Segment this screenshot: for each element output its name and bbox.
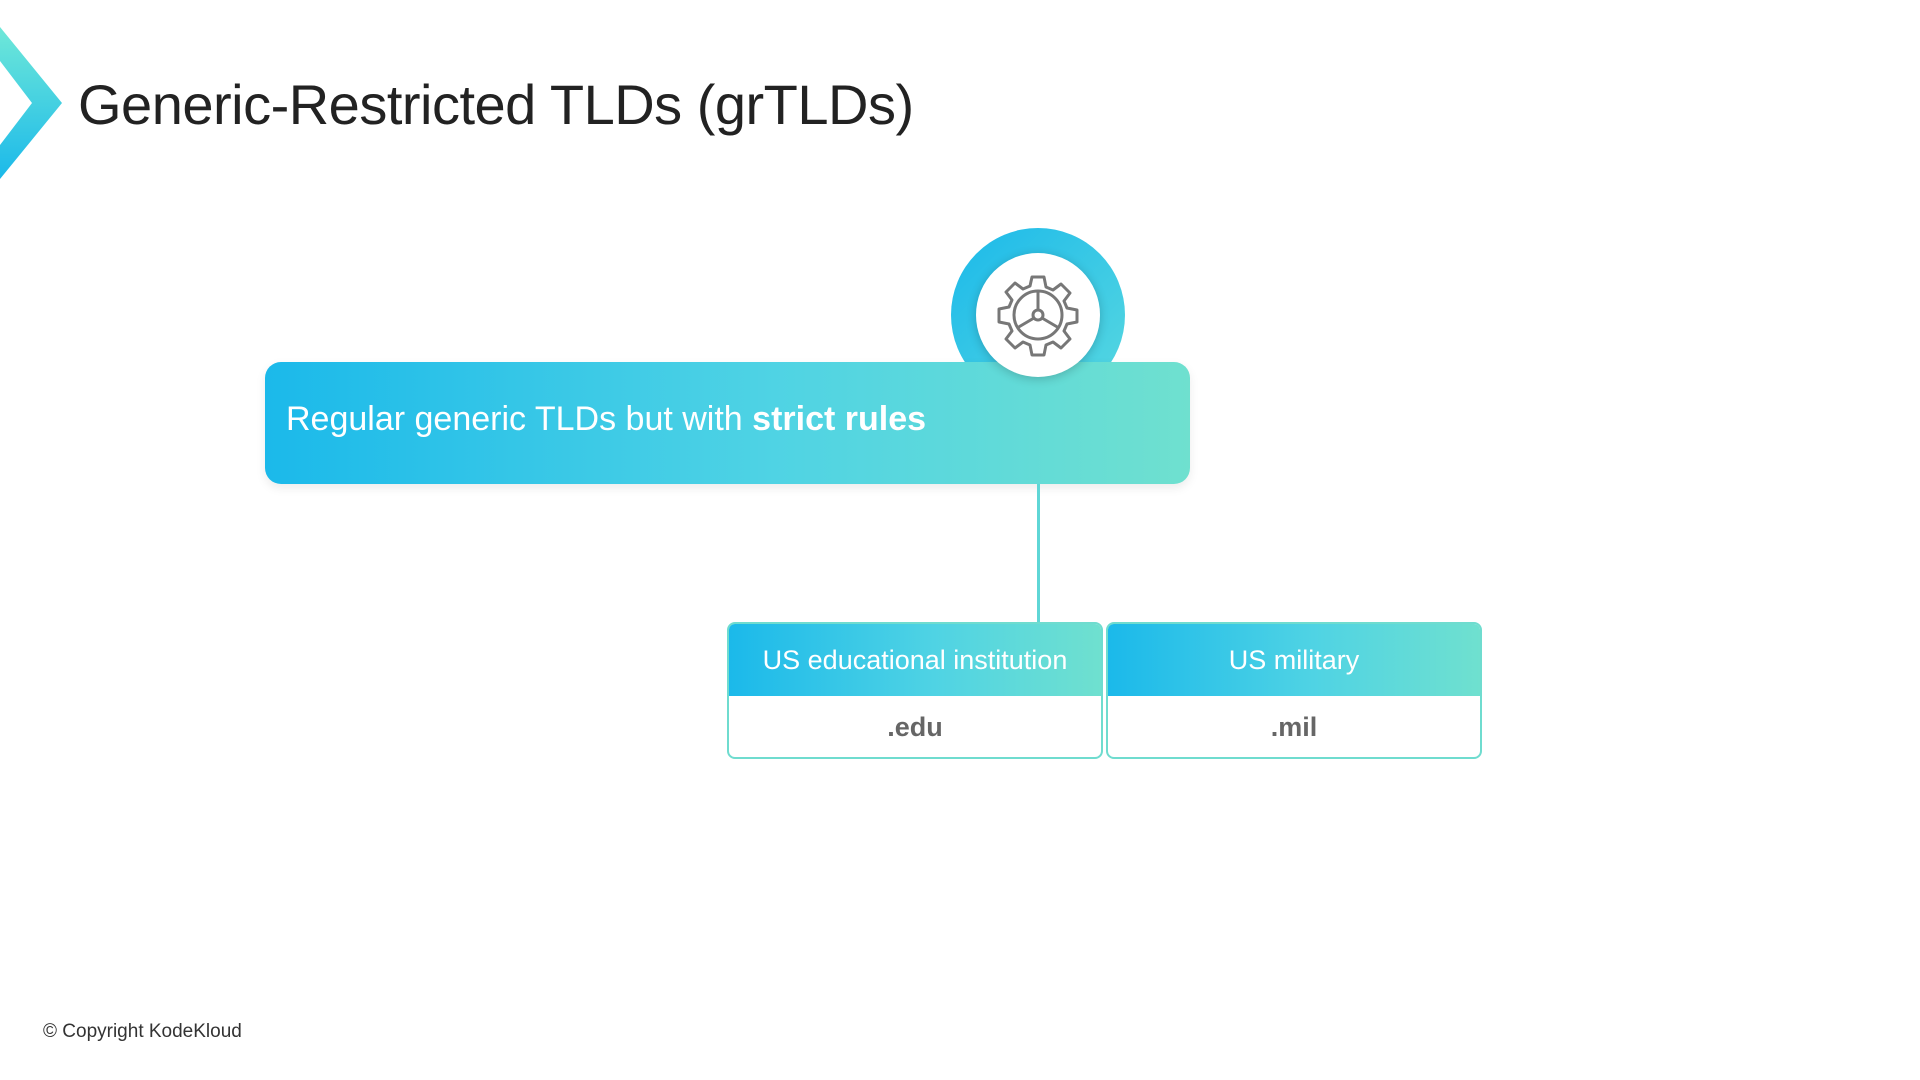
card-mil: US military .mil [1106, 622, 1482, 759]
banner-text: Regular generic TLDs but with strict rul… [286, 400, 926, 439]
page-title: Generic-Restricted TLDs (grTLDs) [78, 73, 914, 136]
banner-text-bold: strict rules [752, 400, 927, 438]
banner-text-regular: Regular generic TLDs but with [286, 400, 753, 438]
icon-badge [976, 253, 1100, 377]
gear-icon [997, 275, 1079, 357]
chevron-logo-icon [0, 27, 62, 179]
card-edu: US educational institution .edu [727, 622, 1103, 759]
banner [265, 362, 1190, 484]
copyright: © Copyright KodeKloud [43, 1021, 242, 1042]
card-header: US military [1108, 624, 1480, 696]
card-value: .mil [1270, 712, 1318, 742]
card-value: .edu [887, 712, 943, 742]
connector-line [1037, 484, 1040, 622]
card-header: US educational institution [729, 624, 1101, 696]
